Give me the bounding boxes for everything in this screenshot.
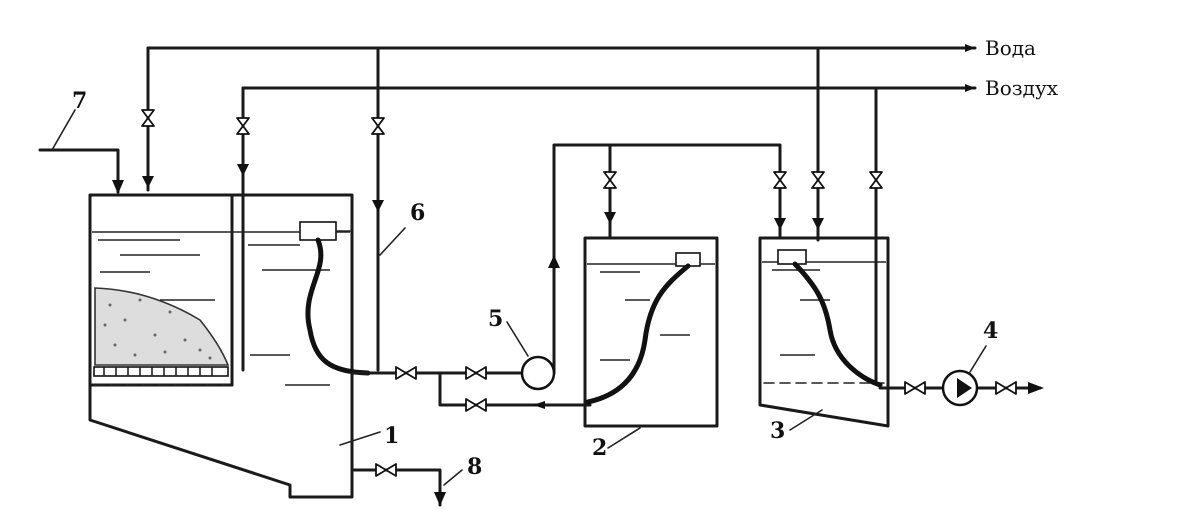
- hose-tank-3: [792, 261, 883, 388]
- valve[interactable]: [904, 381, 926, 395]
- label-3: 3: [770, 418, 785, 444]
- float-tank-1: [299, 221, 337, 241]
- valve[interactable]: [465, 398, 487, 412]
- valve[interactable]: [395, 366, 417, 380]
- label-8: 8: [467, 454, 482, 480]
- valve[interactable]: [465, 366, 487, 380]
- feed-pipe-7: 7: [38, 88, 124, 194]
- label-4: 4: [983, 318, 998, 344]
- drainage-grate: [93, 366, 229, 377]
- valve[interactable]: [236, 117, 250, 135]
- label-7: 7: [72, 88, 87, 114]
- air-inlet-label: Воздух: [985, 76, 1059, 100]
- sand-bed: [94, 287, 230, 366]
- label-5: 5: [488, 306, 503, 332]
- pump-4: 4: [941, 318, 998, 407]
- water-inlet-arrow: [965, 44, 975, 52]
- valve[interactable]: [811, 171, 825, 189]
- sand-texture: [103, 298, 212, 360]
- hose-tank-1: [305, 237, 371, 376]
- air-supply-header: [241, 84, 977, 382]
- valve[interactable]: [375, 463, 397, 477]
- float-tank-3: [777, 249, 807, 265]
- valve[interactable]: [995, 381, 1017, 395]
- valve[interactable]: [773, 171, 787, 189]
- label-6: 6: [410, 200, 425, 226]
- water-inlet-label: Вода: [985, 36, 1036, 60]
- hose-tank-2: [585, 263, 691, 405]
- pump-5: 5: [488, 306, 556, 391]
- tank-2: 2: [583, 236, 719, 461]
- label-1: 1: [384, 423, 399, 449]
- valve[interactable]: [141, 109, 155, 127]
- water-supply-header: [146, 44, 977, 372]
- tank-1: 1: [88, 193, 399, 499]
- label-2: 2: [592, 435, 607, 461]
- air-inlet-arrow: [965, 84, 975, 92]
- tank-3: 3: [758, 236, 890, 444]
- valve[interactable]: [371, 117, 385, 135]
- drain-pipe-8: 8: [350, 454, 482, 507]
- valve[interactable]: [869, 171, 883, 189]
- valve[interactable]: [603, 171, 617, 189]
